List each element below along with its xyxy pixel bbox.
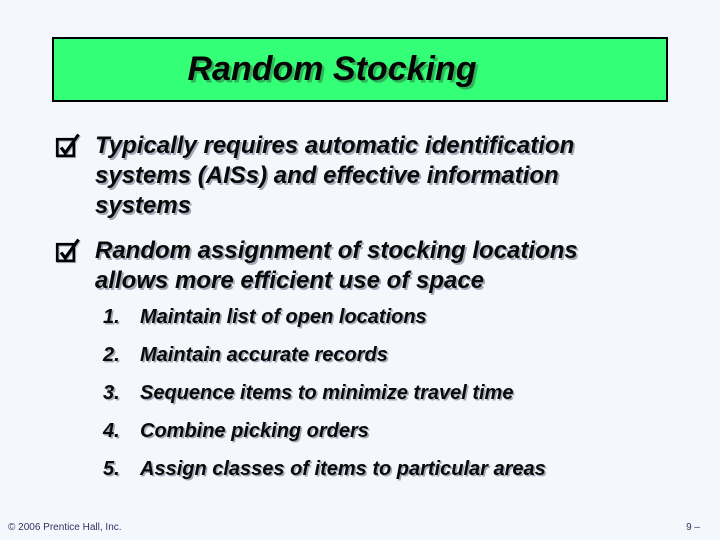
bullet-item-2: Random assignment of stocking locations … bbox=[55, 236, 578, 296]
list-item-text: Combine picking orders bbox=[140, 420, 369, 442]
list-item: 5. Assign classes of items to particular… bbox=[103, 458, 546, 481]
list-item-text: Assign classes of items to particular ar… bbox=[140, 458, 546, 480]
copyright-text: © 2006 Prentice Hall, Inc. bbox=[8, 522, 122, 533]
checked-checkbox-icon bbox=[55, 132, 81, 159]
list-item-text: Maintain list of open locations bbox=[140, 306, 427, 328]
list-item: 3. Sequence items to minimize travel tim… bbox=[103, 382, 546, 405]
slide-title: Random Stocking bbox=[187, 50, 477, 88]
list-item-number: 2. bbox=[103, 344, 120, 366]
list-item-number: 4. bbox=[103, 420, 120, 442]
numbered-list: 1. Maintain list of open locations 2. Ma… bbox=[103, 306, 546, 496]
bullet-item-1: Typically requires automatic identificat… bbox=[55, 131, 574, 221]
list-item: 4. Combine picking orders bbox=[103, 420, 546, 443]
list-item: 2. Maintain accurate records bbox=[103, 344, 546, 367]
list-item-number: 5. bbox=[103, 458, 120, 480]
list-item-number: 1. bbox=[103, 306, 120, 328]
title-banner: Random Stocking bbox=[52, 37, 668, 102]
bullet-text: Random assignment of stocking locations … bbox=[95, 237, 578, 294]
list-item-text: Sequence items to minimize travel time bbox=[140, 382, 514, 404]
bullet-text: Typically requires automatic identificat… bbox=[95, 132, 575, 219]
list-item-number: 3. bbox=[103, 382, 120, 404]
checked-checkbox-icon bbox=[55, 237, 81, 264]
list-item-text: Maintain accurate records bbox=[140, 344, 388, 366]
list-item: 1. Maintain list of open locations bbox=[103, 306, 546, 329]
page-number: 9 – bbox=[686, 522, 700, 533]
